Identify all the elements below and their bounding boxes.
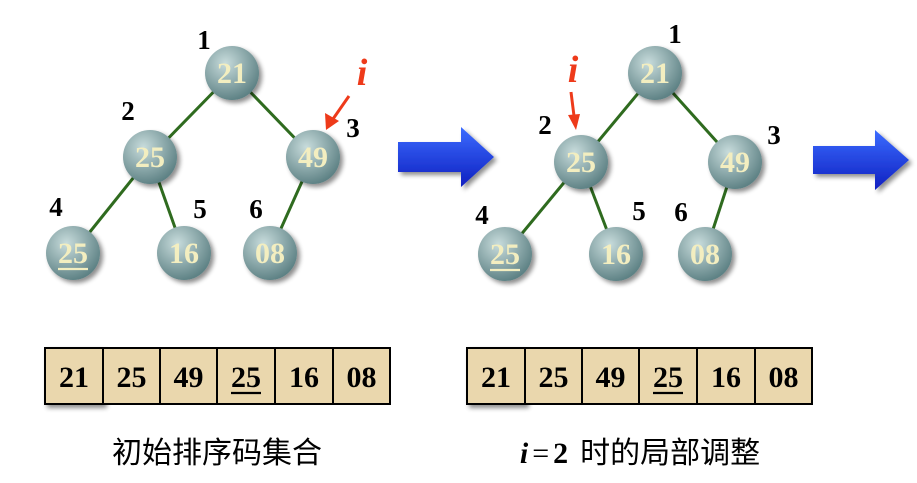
array-value: 49 <box>174 361 204 394</box>
tree-node: 21 1 <box>197 25 259 100</box>
tree-node: 16 5 <box>589 196 646 281</box>
tree-step-i2: 21 1 25 2 49 3 25 4 16 5 08 6 <box>475 19 781 281</box>
node-index: 5 <box>632 196 646 226</box>
node-value: 16 <box>169 237 199 270</box>
tree-node: 25 2 <box>121 96 177 184</box>
caption-eq: = <box>532 437 549 470</box>
node-value: 25 <box>490 238 520 271</box>
array-cell: 49 <box>159 347 218 405</box>
node-value: 16 <box>601 238 631 271</box>
node-value: 25 <box>566 146 596 179</box>
array-cell: 08 <box>754 347 813 405</box>
array-cell: 25 <box>102 347 161 405</box>
array-value: 08 <box>769 361 799 394</box>
pointer-label: i <box>357 52 368 94</box>
node-index: 4 <box>49 192 63 222</box>
node-value: 25 <box>135 141 165 174</box>
pointer-arrow-head <box>568 114 580 130</box>
node-index: 6 <box>674 197 688 227</box>
node-index: 3 <box>346 113 360 143</box>
step-arrow <box>398 127 494 187</box>
tree-node: 16 5 <box>157 194 211 280</box>
array-value: 16 <box>289 361 319 394</box>
caption-var: i <box>520 437 529 470</box>
tree-edges <box>503 71 737 255</box>
array-value: 21 <box>481 361 511 394</box>
node-value: 08 <box>690 238 720 271</box>
array-value: 16 <box>711 361 741 394</box>
array-step-i2: 21 25 49 25 16 08 <box>466 347 813 405</box>
node-index: 2 <box>121 96 135 126</box>
caption-text: 时的局部调整 <box>580 436 760 471</box>
array-value: 25 <box>231 361 261 394</box>
array-cell: 25 <box>638 347 698 405</box>
array-cell: 16 <box>274 347 334 405</box>
array-cell: 25 <box>216 347 276 405</box>
node-value: 21 <box>217 57 247 90</box>
step-arrow <box>813 130 909 190</box>
pointer-i: i <box>568 49 580 130</box>
array-cell: 08 <box>332 347 391 405</box>
tree-node: 25 2 <box>538 110 608 189</box>
tree-edges <box>71 71 315 254</box>
array-value: 21 <box>59 361 89 394</box>
array-value: 49 <box>596 361 626 394</box>
tree-node: 25 4 <box>475 200 532 281</box>
pointer-i: i <box>325 52 368 130</box>
node-index: 2 <box>538 110 552 140</box>
array-value: 25 <box>653 361 683 394</box>
array-cell: 16 <box>696 347 756 405</box>
array-value: 08 <box>347 361 377 394</box>
caption-num: 2 <box>553 437 568 470</box>
array-value: 25 <box>117 361 147 394</box>
array-cell: 21 <box>466 347 526 405</box>
array-cell: 25 <box>524 347 583 405</box>
node-index: 5 <box>193 194 207 224</box>
node-value: 08 <box>255 237 285 270</box>
node-value: 49 <box>298 141 328 174</box>
tree-node: 21 1 <box>628 19 682 100</box>
node-value: 21 <box>640 57 670 90</box>
node-index: 3 <box>767 120 781 150</box>
array-value: 25 <box>539 361 569 394</box>
tree-node: 08 6 <box>674 197 732 281</box>
caption-step-i2: i = 2 时的局部调整 <box>520 436 760 471</box>
node-value: 49 <box>720 146 750 179</box>
node-index: 6 <box>249 194 263 224</box>
tree-initial: 21 1 25 2 49 3 25 4 16 5 08 6 <box>46 25 368 280</box>
node-index: 1 <box>197 25 211 55</box>
node-value: 25 <box>58 237 88 270</box>
array-initial: 21 25 49 25 16 08 <box>44 347 391 405</box>
pointer-arrow-shaft <box>569 91 576 117</box>
array-cell: 21 <box>44 347 104 405</box>
pointer-label: i <box>568 49 579 91</box>
caption-initial: 初始排序码集合 <box>112 436 322 471</box>
pointer-arrow-shaft <box>331 95 351 120</box>
tree-node: 49 3 <box>286 113 360 184</box>
node-index: 4 <box>475 200 489 230</box>
array-cell: 49 <box>581 347 640 405</box>
tree-node: 08 6 <box>243 194 297 280</box>
node-index: 1 <box>668 19 682 49</box>
tree-node: 25 4 <box>46 192 100 280</box>
pointer-arrow-head <box>325 113 339 130</box>
tree-node: 49 3 <box>708 120 781 189</box>
